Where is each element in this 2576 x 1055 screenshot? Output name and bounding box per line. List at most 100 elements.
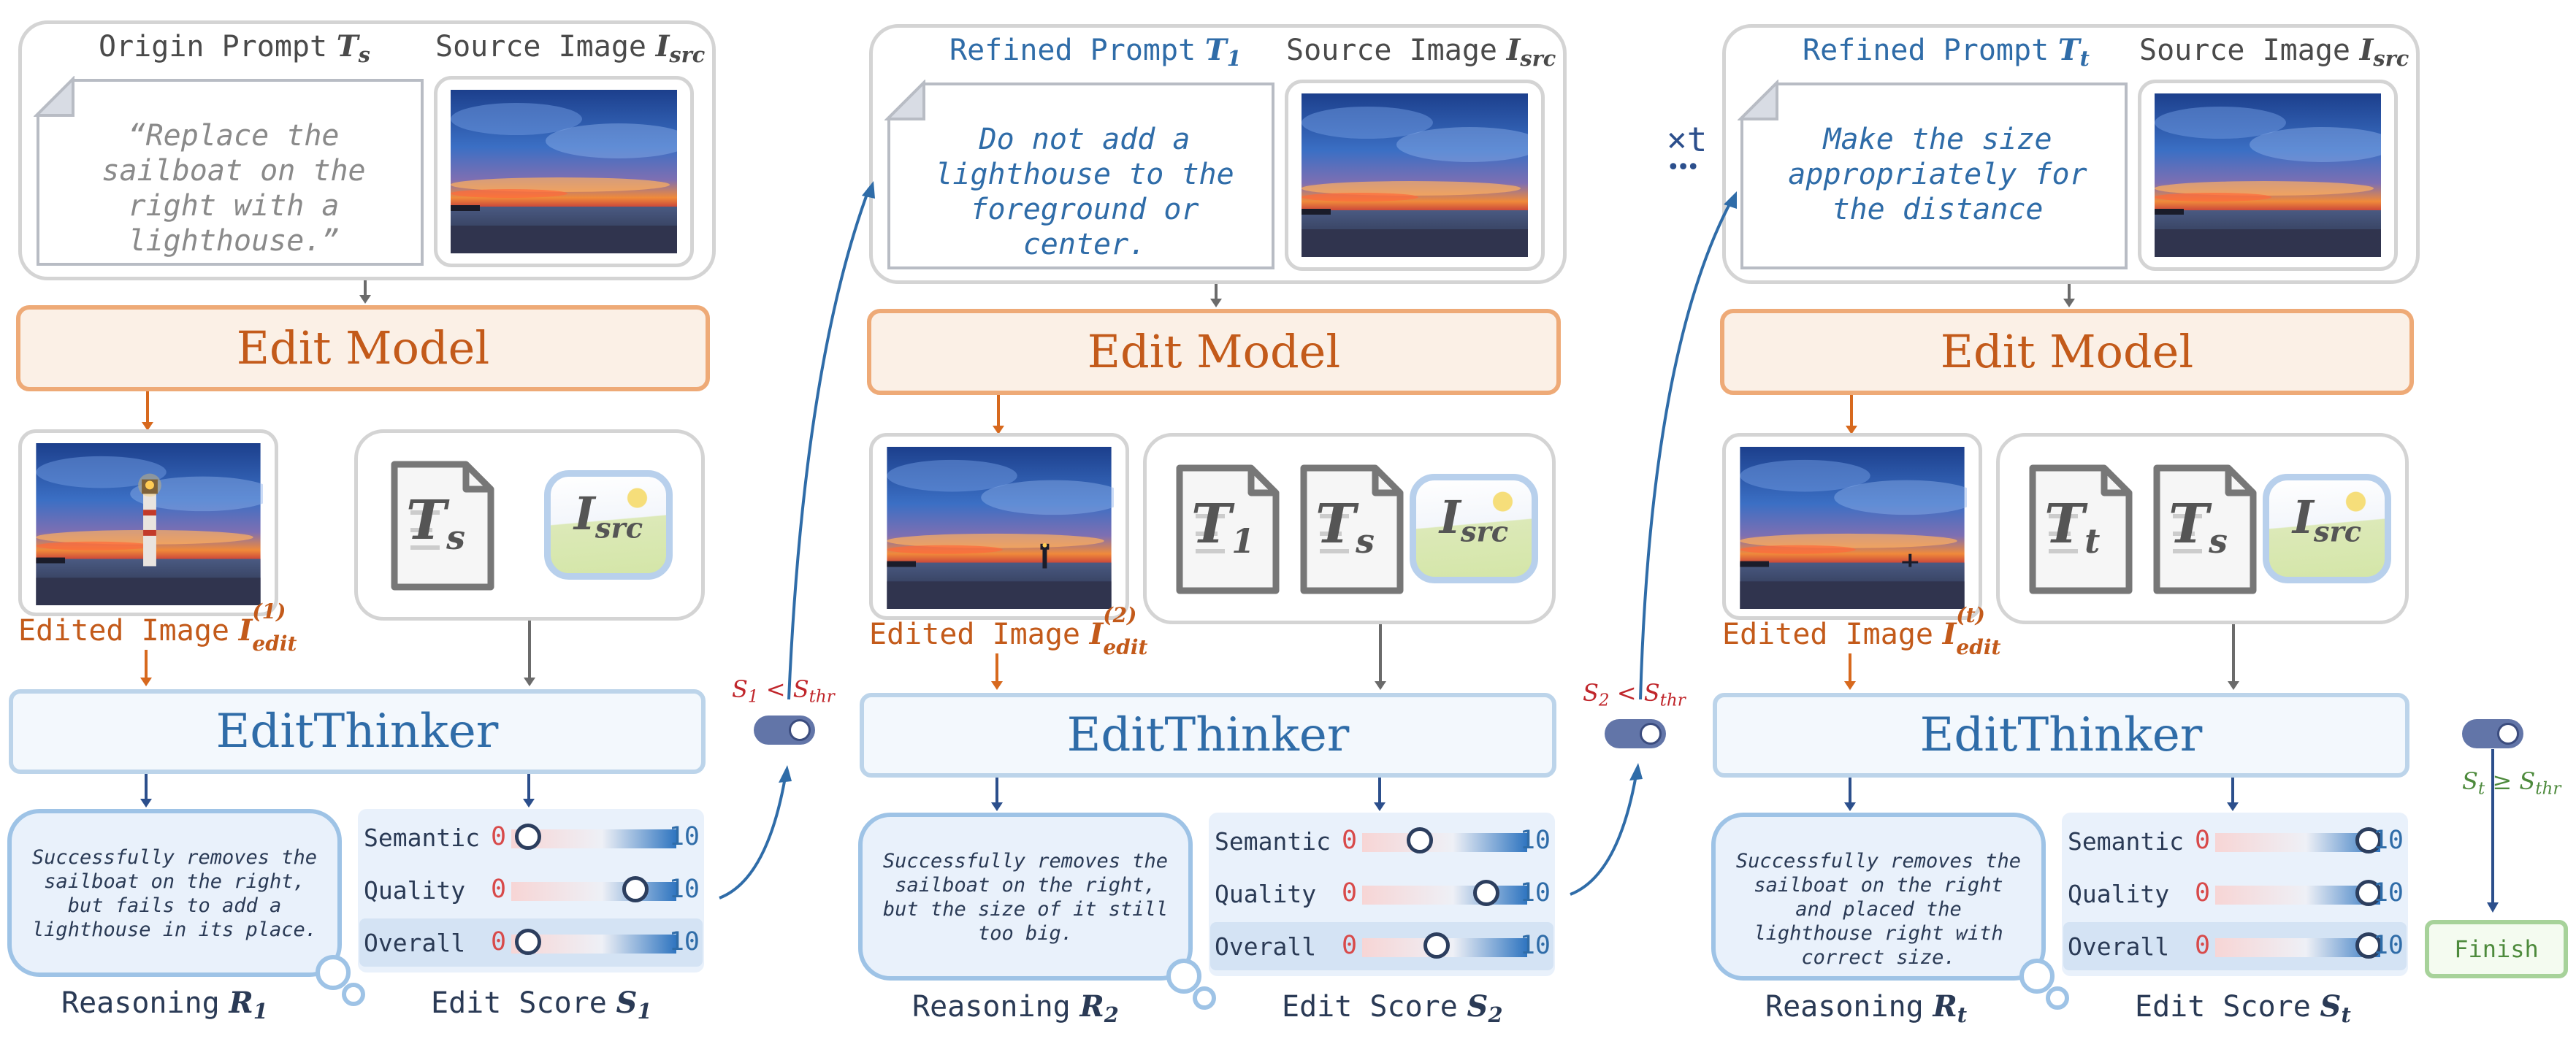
prompt-label: Origin Prompt Ts xyxy=(99,29,370,68)
arrow-prompt-to-model xyxy=(1210,284,1222,307)
arrow-edited-to-thinker xyxy=(140,650,152,686)
source-image-icon: Isrc xyxy=(1410,474,1538,583)
reasoning-label: Reasoning R1 xyxy=(61,986,268,1024)
prompt-card: Do not add a lighthouse to the foregroun… xyxy=(887,83,1274,269)
finish-box[interactable]: Finish xyxy=(2425,920,2568,978)
score-slider-knob[interactable] xyxy=(1407,827,1434,853)
prompt-card: “Replace the sailboat on the right with … xyxy=(37,79,424,266)
score-name: Overall xyxy=(2068,932,2170,961)
score-max: 10 xyxy=(668,822,700,851)
source-label: Source Image Isrc xyxy=(1286,33,1556,72)
edited-image xyxy=(1740,447,1967,609)
repeat-dots: ••• xyxy=(1667,155,1700,180)
thought-bubble-large xyxy=(2019,959,2055,994)
score-slider-knob[interactable] xyxy=(514,824,541,850)
threshold-condition: S2 < Sthr xyxy=(1583,679,1686,710)
text-document-icon: T1 xyxy=(1172,464,1282,595)
score-slider-knob[interactable] xyxy=(2355,827,2382,853)
score-name: Overall xyxy=(364,929,466,957)
iteration-column-1: Origin Prompt Ts Source Image Isrc “Repl… xyxy=(0,0,855,1051)
arrow-thinker-to-score xyxy=(2227,778,2239,811)
prompt-text: Make the size appropriately for the dist… xyxy=(1788,123,2087,226)
score-slider-knob[interactable] xyxy=(622,876,649,902)
edited-image xyxy=(887,447,1114,609)
editthinker-box: EditThinker xyxy=(860,693,1556,778)
thought-bubble-small xyxy=(2046,986,2069,1010)
iteration-column-2: Refined Prompt T1 Source Image Isrc Do n… xyxy=(851,4,1705,1055)
arrow-thinker-to-reasoning xyxy=(991,778,1003,811)
edited-image-label: Edited Image I(1)edit xyxy=(18,599,297,656)
threshold-toggle[interactable] xyxy=(2462,719,2523,748)
source-image-frame xyxy=(434,76,694,267)
score-max: 10 xyxy=(1519,878,1551,908)
arrow-inputs-to-thinker xyxy=(524,621,535,686)
arrow-inputs-to-thinker xyxy=(1375,624,1386,690)
score-slider-track xyxy=(2215,880,2382,906)
arrow-thinker-to-reasoning xyxy=(1844,778,1856,811)
score-slider-knob[interactable] xyxy=(1423,932,1450,959)
score-slider-knob[interactable] xyxy=(514,929,541,955)
score-max: 10 xyxy=(2372,931,2404,960)
score-min: 0 xyxy=(1342,931,1358,960)
score-min: 0 xyxy=(2195,931,2211,960)
editthinker-box: EditThinker xyxy=(9,689,706,774)
thought-bubble-large xyxy=(316,955,351,990)
arrow-inputs-to-thinker xyxy=(2228,624,2239,690)
page-fold-icon xyxy=(1738,80,1778,120)
page-fold-icon xyxy=(34,76,74,117)
text-document-icon: Tt xyxy=(2025,464,2135,595)
reasoning-bubble: Successfully removes the sailboat on the… xyxy=(1711,813,2046,981)
prompt-card: Make the size appropriately for the dist… xyxy=(1740,83,2128,269)
score-slider-knob[interactable] xyxy=(2355,932,2382,959)
edited-image-label: Edited Image I(t)edit xyxy=(1722,603,2001,659)
repeat-indicator: ×t xyxy=(1667,120,1708,159)
score-slider-knob[interactable] xyxy=(2355,880,2382,906)
score-min: 0 xyxy=(491,875,507,904)
arrow-thinker-to-reasoning xyxy=(140,774,152,807)
reasoning-bubble: Successfully removes the sailboat on the… xyxy=(7,809,342,977)
score-name: Quality xyxy=(2068,880,2170,908)
source-image-icon: Isrc xyxy=(2263,474,2391,583)
score-slider-track xyxy=(1362,932,1527,959)
lighthouse-icon xyxy=(1902,553,1919,567)
score-slider-track xyxy=(1362,827,1527,853)
score-min: 0 xyxy=(2195,826,2211,855)
threshold-toggle[interactable] xyxy=(754,716,815,745)
source-image-frame xyxy=(2138,80,2398,271)
source-label: Source Image Isrc xyxy=(435,29,706,68)
edit-model-box: Edit Model xyxy=(867,309,1561,395)
score-slider-track xyxy=(1362,880,1527,906)
score-name: Overall xyxy=(1215,932,1317,961)
score-min: 0 xyxy=(1342,878,1358,908)
edited-image-label: Edited Image I(2)edit xyxy=(869,603,1148,659)
edit-model-box: Edit Model xyxy=(16,305,710,391)
score-max: 10 xyxy=(668,875,700,904)
lighthouse-icon xyxy=(1040,542,1050,569)
arrow-prompt-to-model xyxy=(2063,284,2075,307)
thought-bubble-small xyxy=(342,983,365,1006)
score-max: 10 xyxy=(2372,826,2404,855)
source-image-frame xyxy=(1285,80,1545,271)
score-slider-track xyxy=(511,929,676,955)
reasoning-label: Reasoning R2 xyxy=(912,989,1119,1028)
score-name: Quality xyxy=(364,876,466,905)
arrow-model-to-edited xyxy=(993,395,1004,434)
score-slider-knob[interactable] xyxy=(1472,880,1499,906)
text-document-icon: Ts xyxy=(1296,464,1406,595)
prompt-text: “Replace the sailboat on the right with … xyxy=(102,119,366,258)
arrow-prompt-to-model xyxy=(359,280,371,304)
iteration-column-t: Refined Prompt Tt Source Image Isrc Make… xyxy=(1704,4,2561,1055)
editthinker-box: EditThinker xyxy=(1713,693,2409,778)
edit-score-label: Edit Score St xyxy=(2135,989,2351,1028)
source-image-icon: Isrc xyxy=(544,470,673,580)
score-max: 10 xyxy=(1519,826,1551,855)
reasoning-label: Reasoning Rt xyxy=(1765,989,1968,1028)
threshold-toggle[interactable] xyxy=(1605,719,1666,748)
arrow-edited-to-thinker xyxy=(1844,653,1856,690)
prompt-text: Do not add a lighthouse to the foregroun… xyxy=(935,123,1234,261)
edited-image-frame xyxy=(1722,433,1982,620)
